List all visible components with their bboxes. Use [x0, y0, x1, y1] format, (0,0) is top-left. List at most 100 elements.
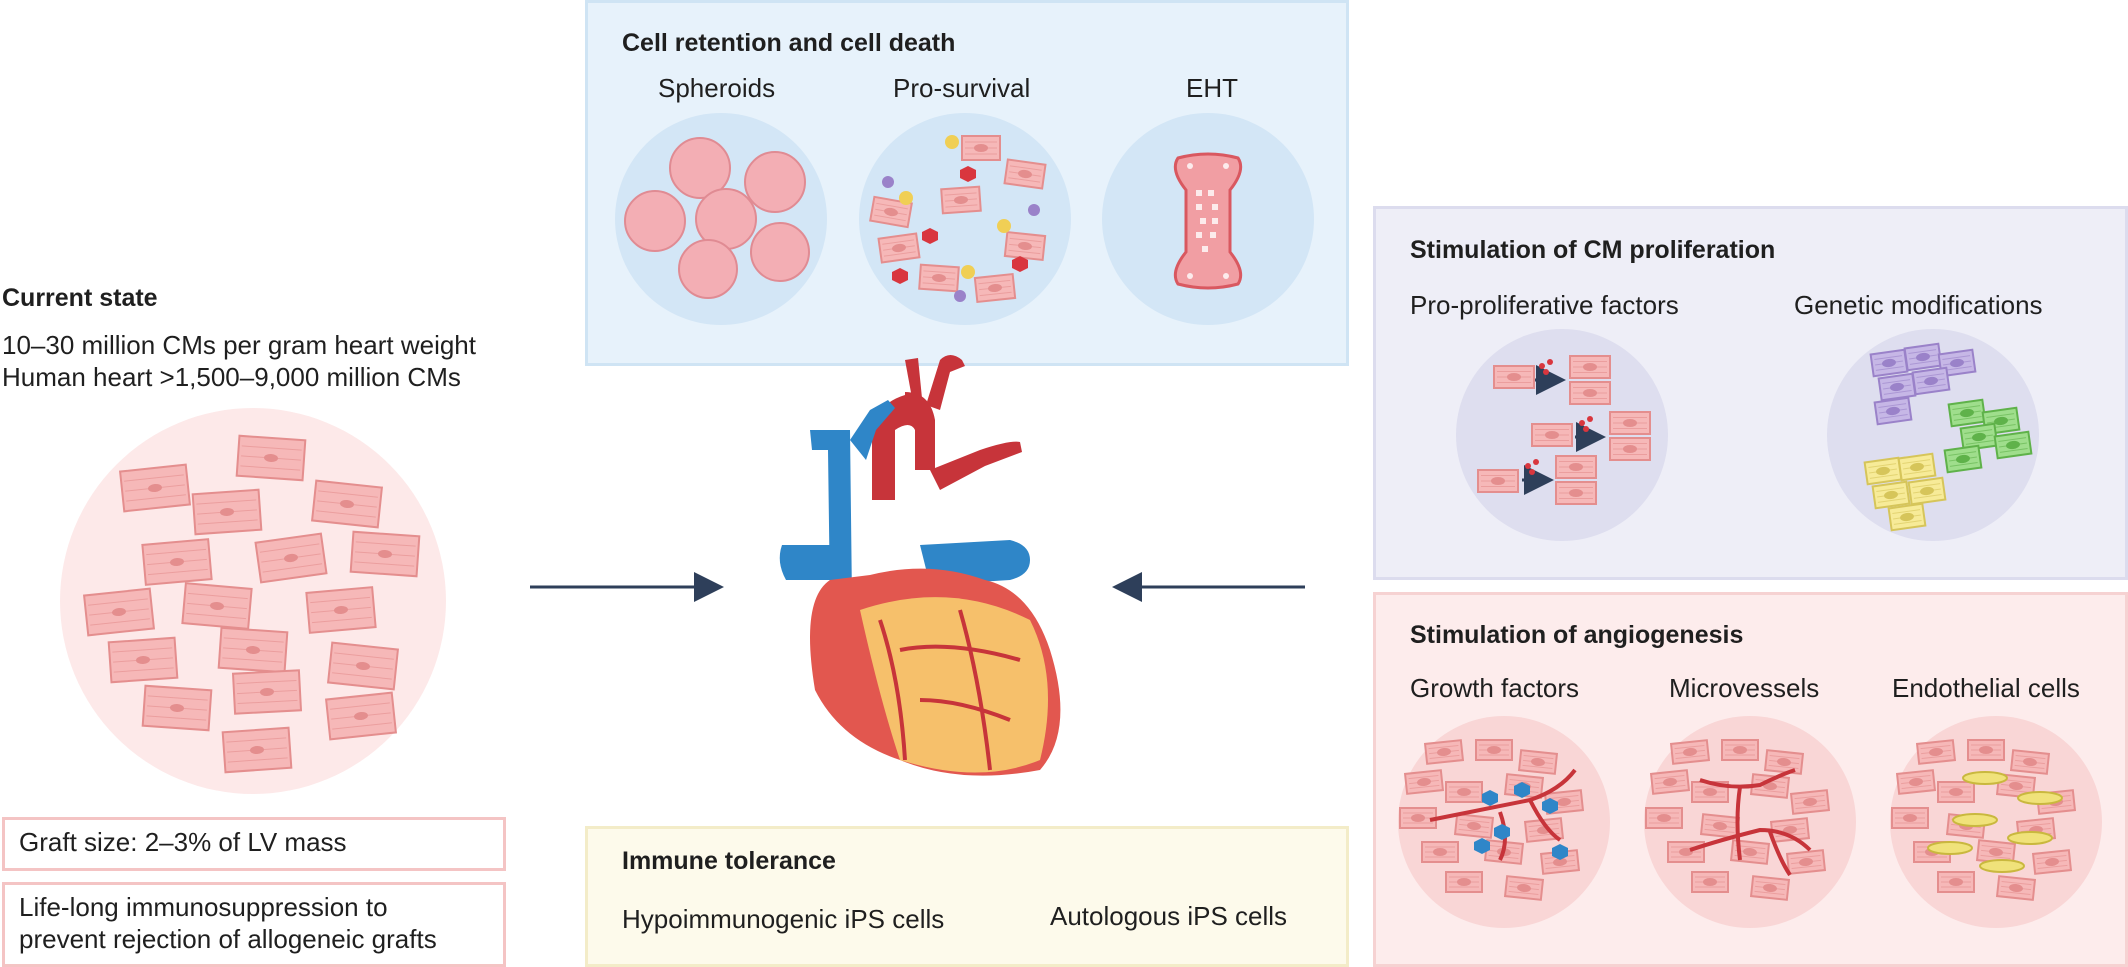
cardiomyocyte-cell [1975, 839, 2017, 865]
immunosuppression-line1: Life-long immunosuppression to [19, 892, 388, 922]
cardiomyocyte-cell [231, 669, 303, 715]
genetic-modifications-label: Genetic modifications [1794, 290, 2043, 320]
cardiomyocyte-cell [1907, 476, 1947, 506]
cardiomyocyte-cell [107, 636, 179, 684]
cardiomyocyte-cell [1609, 411, 1651, 435]
cardiomyocyte-cell [1475, 739, 1513, 761]
pro-proliferative-label: Pro-proliferative factors [1410, 290, 1679, 320]
cardiomyocyte-cell [1915, 739, 1957, 765]
cardiomyocyte-cell [1869, 348, 1909, 378]
cardiomyocyte-cell [961, 135, 1001, 161]
immunosuppression-box: Life-long immunosuppression to prevent r… [2, 882, 506, 967]
cardiomyocyte-cell [1891, 807, 1929, 829]
pro-survival-illustration [859, 113, 1071, 325]
cardiomyocyte-cell [1947, 398, 1987, 428]
cardiomyocyte-cell [1649, 769, 1691, 795]
endothelial-cells-illustration [1890, 716, 2102, 928]
cardiomyocyte-cell [1959, 422, 1999, 452]
pro-proliferative-illustration [1456, 329, 1668, 541]
growth-factors-illustration [1398, 716, 1610, 928]
cardiomyocyte-cell [326, 641, 400, 691]
cardiomyocyte-cell [1403, 769, 1445, 795]
cardiomyocyte-cell [1517, 749, 1559, 775]
cardiomyocyte-cell [1667, 841, 1705, 863]
autologous-label: Autologous iPS cells [1050, 901, 1288, 931]
cardiomyocyte-cell [221, 726, 293, 774]
cardiomyocyte-cell [1897, 452, 1937, 482]
eht-illustration [1102, 113, 1314, 325]
cardiomyocyte-cell [2031, 849, 2073, 875]
cardiomyocyte-cell [1967, 739, 2005, 761]
cardiomyocyte-cell [118, 463, 192, 513]
growth-factors-label: Growth factors [1410, 673, 1580, 703]
spheroids-illustration [615, 113, 827, 325]
cardiomyocyte-cell [1669, 739, 1711, 765]
cardiomyocyte-cell [1937, 781, 1975, 803]
cm-proliferation-title: Stimulation of CM proliferation [1410, 236, 1776, 264]
cardiomyocyte-cell [1645, 807, 1683, 829]
cardiomyocyte-cell [973, 272, 1017, 304]
cardiomyocyte-cell [1003, 230, 1047, 262]
cardiomyocyte-cell [1785, 849, 1827, 875]
cardiomyocyte-cell [1423, 739, 1465, 765]
immune-tolerance-title: Immune tolerance [622, 847, 836, 875]
cardiomyocyte-cell [918, 263, 960, 293]
cardiomyocyte-cell [1877, 372, 1917, 402]
cardiomyocyte-cell [2009, 749, 2051, 775]
cardiomyocyte-cell [1895, 769, 1937, 795]
cardiomyocyte-cell [1445, 781, 1483, 803]
heart-illustration [779, 355, 1061, 776]
cardiomyocyte-cell [1555, 481, 1597, 505]
endothelial-cells-label: Endothelial cells [1892, 673, 2080, 703]
angiogenesis-title: Stimulation of angiogenesis [1410, 621, 1744, 649]
cell-retention-title: Cell retention and cell death [622, 29, 956, 57]
cardiomyocyte-cell [1873, 396, 1913, 426]
spheroids-label: Spheroids [658, 73, 776, 103]
cardiomyocyte-cell [1421, 841, 1459, 863]
cardiomyocyte-cell [1399, 807, 1437, 829]
eht-label: EHT [1186, 73, 1238, 103]
cardiomyocyte-cell [1937, 348, 1977, 378]
cardiomyocyte-cell [1993, 430, 2033, 460]
graft-size-box: Graft size: 2–3% of LV mass [2, 817, 506, 871]
cardiomyocyte-cell [1887, 502, 1927, 532]
cardiomyocyte-cell [1943, 444, 1983, 474]
cardiomyocyte-cell [1937, 871, 1975, 893]
cardiomyocyte-cell [1569, 381, 1611, 405]
immunosuppression-line2: prevent rejection of allogeneic grafts [19, 924, 437, 954]
graft-size-text: Graft size: 2–3% of LV mass [19, 827, 347, 857]
hypoimmunogenic-label: Hypoimmunogenic iPS cells [622, 904, 945, 934]
cardiomyocyte-cell [191, 488, 263, 536]
cardiomyocyte-cell [1003, 158, 1047, 190]
microvessels-illustration [1644, 716, 1856, 928]
microvessels-label: Microvessels [1669, 673, 1820, 703]
cardiomyocyte-cell [141, 684, 213, 732]
cardiomyocyte-cell [1477, 469, 1519, 493]
cardiomyocyte-cell [254, 532, 328, 584]
cardiomyocyte-cell [1453, 813, 1495, 839]
cardiomyocyte-cell [305, 586, 377, 634]
cardiomyocyte-cell [1691, 871, 1729, 893]
cardiomyocyte-cell [1789, 789, 1831, 815]
cardiomyocyte-cell [1871, 480, 1911, 510]
cardiomyocyte-cell [1569, 355, 1611, 379]
cardiomyocyte-cell [1911, 366, 1951, 396]
cardiomyocyte-cell [324, 691, 398, 741]
cardiomyocyte-cell [1721, 739, 1759, 761]
cardiomyocyte-cell [1531, 423, 1573, 447]
cardiomyocyte-cell [181, 582, 253, 630]
cardiomyocyte-cell [1503, 875, 1545, 901]
cm-total-text: Human heart >1,500–9,000 million CMs [2, 362, 461, 392]
cardiomyocyte-cell [1555, 455, 1597, 479]
cardiomyocyte-cell [310, 479, 384, 529]
cardiomyocyte-cell [141, 538, 213, 586]
genetic-modifications-illustration [1827, 329, 2039, 541]
cardiomyocyte-cell [1493, 365, 1535, 389]
current-state-title: Current state [2, 284, 158, 312]
cardiomyocyte-cell [217, 626, 289, 674]
cardiomyocyte-cell [1749, 875, 1791, 901]
pro-survival-label: Pro-survival [893, 73, 1031, 103]
cardiomyocyte-cell [1903, 342, 1943, 372]
